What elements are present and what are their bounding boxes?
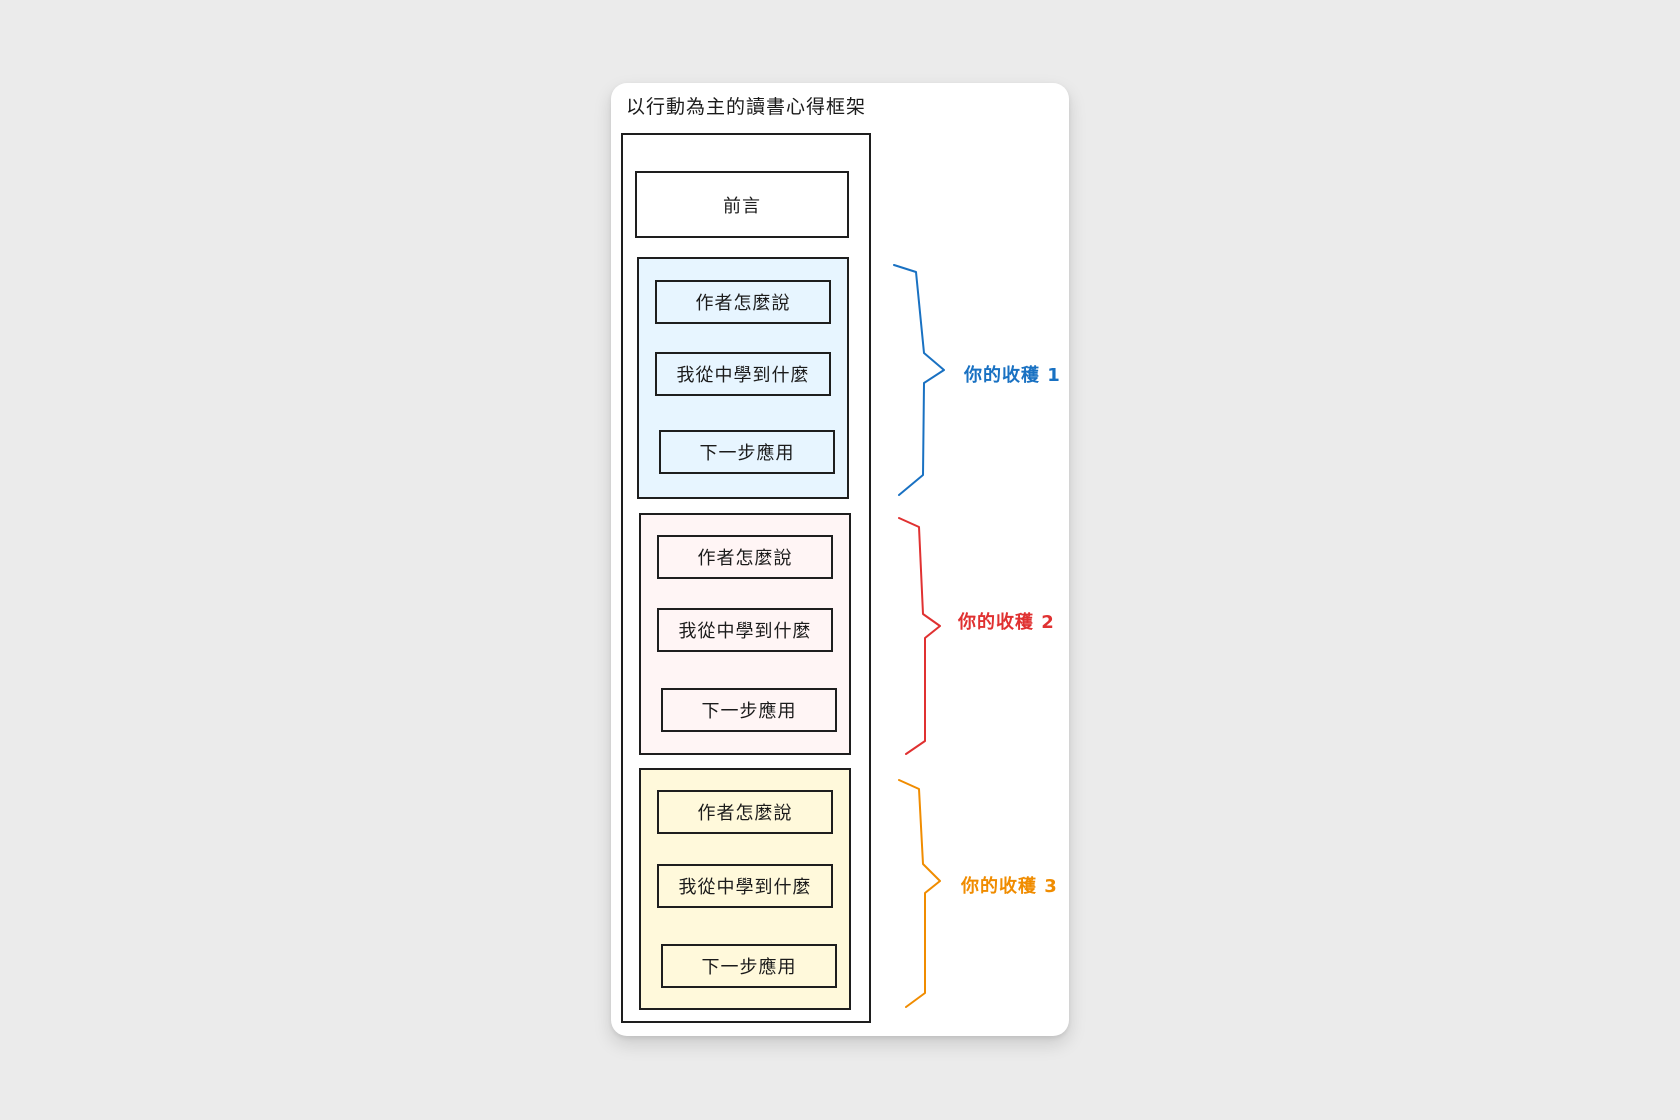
- brace-2: [898, 517, 941, 755]
- group-2-author-says: 作者怎麼說: [657, 535, 833, 579]
- group-1-what-i-learned: 我從中學到什麼: [655, 352, 831, 396]
- group-2-next-step: 下一步應用: [661, 688, 837, 732]
- brace-1-path: [893, 264, 945, 496]
- brace-3: [898, 779, 941, 1008]
- harvest-group-2: 作者怎麼說 我從中學到什麼 下一步應用: [639, 513, 851, 755]
- framework-outer-frame: [621, 133, 871, 1023]
- diagram-card: 以行動為主的讀書心得框架 前言 作者怎麼說 我從中學到什麼 下一步應用 作者怎麼…: [611, 83, 1069, 1036]
- group-2-what-i-learned: 我從中學到什麼: [657, 608, 833, 652]
- brace-1: [893, 264, 945, 496]
- intro-box: 前言: [635, 171, 849, 238]
- harvest-label-3: 你的收穫 3: [961, 876, 1058, 897]
- diagram-title: 以行動為主的讀書心得框架: [626, 96, 867, 118]
- brace-3-path: [898, 779, 941, 1008]
- group-3-next-step: 下一步應用: [661, 944, 837, 988]
- group-1-next-step: 下一步應用: [659, 430, 835, 474]
- group-3-what-i-learned: 我從中學到什麼: [657, 864, 833, 908]
- harvest-label-2: 你的收穫 2: [958, 612, 1055, 633]
- harvest-group-3: 作者怎麼說 我從中學到什麼 下一步應用: [639, 768, 851, 1010]
- brace-2-path: [898, 517, 941, 755]
- group-1-author-says: 作者怎麼說: [655, 280, 831, 324]
- group-3-author-says: 作者怎麼說: [657, 790, 833, 834]
- harvest-group-1: 作者怎麼說 我從中學到什麼 下一步應用: [637, 257, 849, 499]
- harvest-label-1: 你的收穫 1: [964, 365, 1061, 386]
